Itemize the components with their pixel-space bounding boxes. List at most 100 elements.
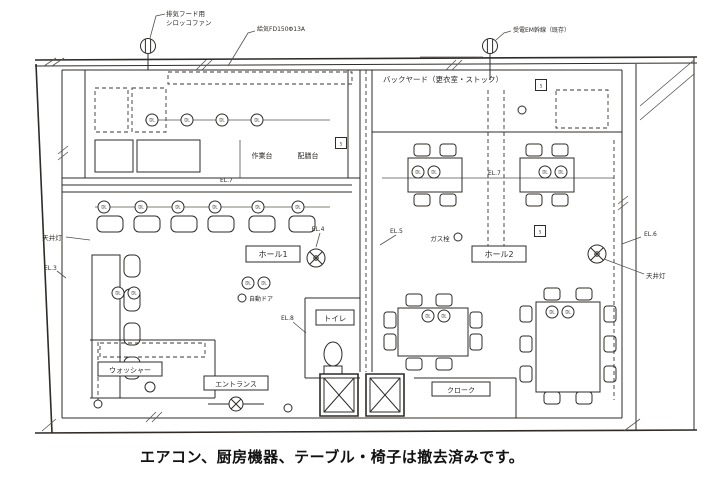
ceiling-fan-icon [587,244,607,264]
circuit-marker-icon: 5 [536,80,547,91]
svg-text:DL: DL [184,118,190,123]
downlight-icon: DL [112,287,124,299]
downlight-icon: DL [98,201,110,213]
kitchen-area: 作業台 配膳台 [62,70,360,178]
ceiling-fan-icon [306,248,326,268]
circuit-label-el5: EL.5 [390,228,403,235]
hall2-area: EL.7 EL.5 ガス栓 ホール2 [380,140,617,405]
svg-text:DL: DL [565,310,571,315]
downlight-icon: DL [539,166,551,178]
supply-duct-annotation: 給気FD150Φ13A [228,25,306,66]
toilet-room: トイレ [305,298,360,378]
svg-text:DL: DL [101,205,107,210]
svg-text:DL: DL [212,205,218,210]
svg-text:DL: DL [219,118,225,123]
circuit-marker-icon: 5 [336,138,347,149]
downlight-icon: DL [422,310,434,322]
svg-text:DL: DL [245,281,251,286]
svg-text:DL: DL [295,205,301,210]
power-duct-label: 受電EM幹線（既存） [513,26,570,34]
rooftop-fan-left: 排気フード用 シロッコファン [140,9,212,70]
serving-table-label: 配膳台 [298,151,319,160]
backyard-fixture-outline [556,90,608,128]
downlight-icon: DL [428,166,440,178]
downlight-icon: DL [292,201,304,213]
downlight-icon: DL [242,277,254,289]
svg-text:DL: DL [549,310,555,315]
svg-text:5: 5 [539,229,542,234]
page-caption: エアコン、厨房機器、テーブル・椅子は撤去済みです。 [140,448,524,466]
work-table-label: 作業台 [252,151,273,160]
washer-equipment-outline [100,343,205,357]
svg-text:DL: DL [425,314,431,319]
circuit-label-el7-right: EL.7 [488,170,501,177]
circuit-label-el8: EL.8 [281,315,294,322]
downlight-icon: DL [216,114,228,126]
outer-walls [35,57,697,433]
cloak-label: クローク [447,387,475,395]
downlight-icon: DL [209,201,221,213]
shaft-box [366,374,404,416]
table-outline [520,158,574,192]
supply-duct-label: 給気FD150Φ13A [257,25,306,33]
downlight-icon: DL [258,277,270,289]
entrance-area: エントランス [204,376,292,412]
svg-text:DL: DL [441,314,447,319]
svg-text:5: 5 [540,83,543,88]
hall1-label: ホール1 [258,250,287,259]
hall1-label-box [246,246,300,262]
downlight-icon: DL [172,201,184,213]
divider-and-stairs [320,70,404,416]
toilet-fixture [324,342,342,366]
hall2-label-box [472,246,526,262]
entrance-label-box [204,376,268,390]
svg-text:DL: DL [254,118,260,123]
table-outline [408,158,462,192]
downlight-icon: DL [438,310,450,322]
exhaust-fan-icon [482,38,498,54]
side-callouts: 天井灯 EL.3 EL.6 天井灯 [42,231,666,280]
kitchen-equipment-outline [95,88,128,132]
ceiling-light-left-label: 天井灯 [42,233,62,242]
auto-door-label: 自動ドア [249,295,273,303]
circuit-label-el4: EL.4 [312,226,325,233]
downlight-icon: DL [128,287,140,299]
work-table-outline [137,140,200,172]
downlight-icon: DL [562,306,574,318]
circuit-marker-icon: 5 [535,226,546,237]
svg-text:DL: DL [415,170,421,175]
downlight-icon: DL [412,166,424,178]
toilet-label: トイレ [324,314,347,323]
downlight-icon: DL [546,306,558,318]
kitchen-equipment-outline [132,88,166,132]
svg-text:DL: DL [558,170,564,175]
ceiling-light-right-label: 天井灯 [646,271,666,280]
svg-text:DL: DL [542,170,548,175]
table-outline [398,308,468,356]
gas-tap-label: ガス栓 [430,234,450,243]
toilet-label-box [316,310,354,325]
svg-text:DL: DL [115,291,121,296]
backyard-label: バックヤード（更衣室・ストック） [383,74,503,84]
cloak-label-box [432,382,490,396]
table-outline [536,302,600,392]
hall2-label: ホール2 [484,250,513,259]
bench-table-outline [92,255,120,398]
washer-room: ウォッシャー [90,340,215,398]
downlight-icon: DL [146,114,158,126]
backyard-area: バックヤード（更衣室・ストック） [372,74,622,246]
exhaust-hood-outline [168,72,352,84]
downlight-icon: DL [252,201,264,213]
work-table-outline [95,140,133,172]
hood-fan-label-line1: 排気フード用 [166,9,205,18]
fixtures-layer: DL DL DL DL DL DL DL DL DL DL DL DL DL DL DL DL DL DL DL DL… [98,80,574,323]
entrance-label: エントランス [215,381,257,389]
downlight-icon: DL [181,114,193,126]
svg-text:DL: DL [175,205,181,210]
sirocco-fan-icon [140,38,156,54]
downlight-icon: DL [251,114,263,126]
svg-text:DL: DL [255,205,261,210]
washer-label-box [98,362,162,376]
